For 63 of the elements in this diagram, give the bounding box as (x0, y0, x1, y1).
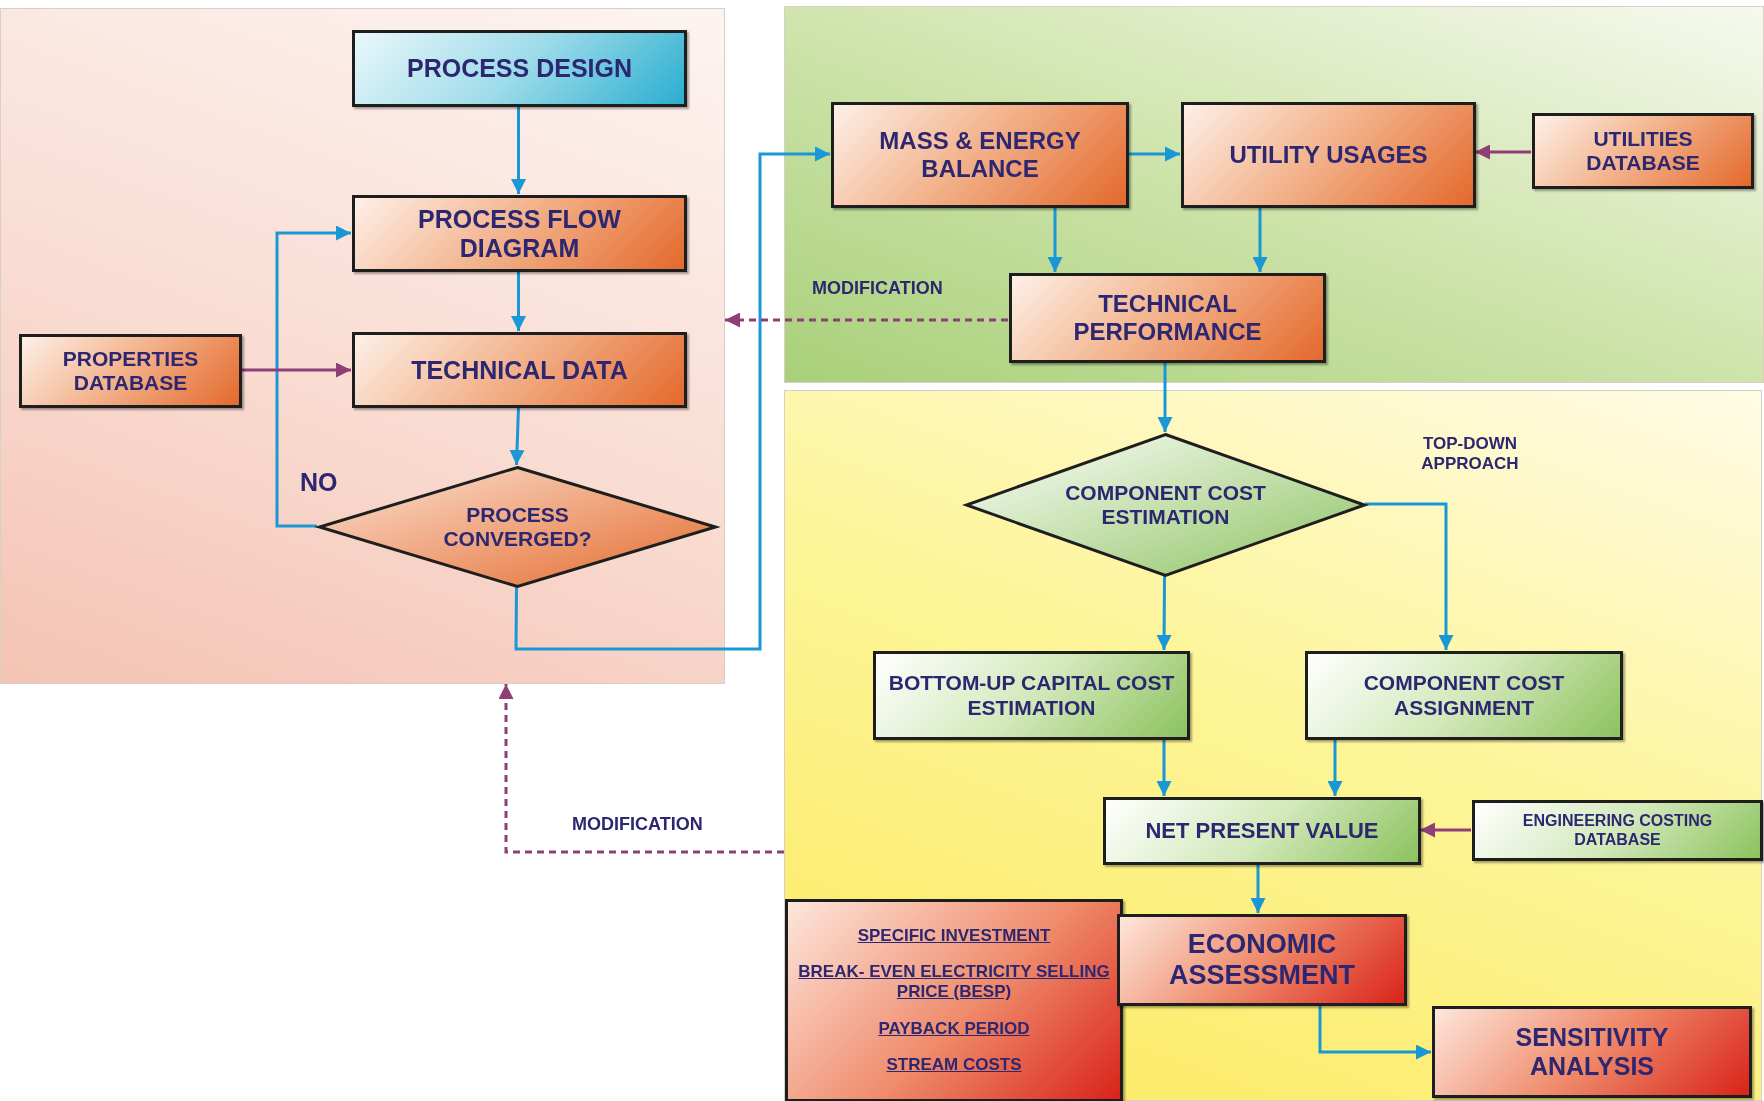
arrow (511, 271, 526, 331)
node-label: BOTTOM-UP CAPITAL COST ESTIMATION (887, 671, 1176, 720)
arrow (1156, 739, 1172, 796)
node-label: PROCESS DESIGN (406, 54, 633, 83)
underlined-text: BREAK- EVEN ELECTRICITY SELLING PRICE (BESP) (797, 961, 1111, 1003)
node-label: PROCESS CONVERGED? (442, 502, 593, 552)
underlined-text: STREAM COSTS (886, 1055, 1022, 1076)
arrow (509, 406, 525, 466)
arrow (1327, 739, 1343, 796)
process-box (1472, 800, 1763, 861)
arrow (1252, 207, 1268, 272)
arrow (1420, 822, 1471, 838)
process-box (1103, 797, 1421, 865)
node-label: TECHNICAL DATA (411, 355, 628, 385)
process-box (831, 102, 1129, 208)
process-box (1181, 102, 1476, 208)
process-box (873, 651, 1190, 740)
panel-background (0, 8, 725, 684)
arrow (1047, 207, 1063, 272)
node-label: UTILITY USAGES (1229, 141, 1428, 169)
arrow (241, 362, 351, 378)
node-label: COMPONENT COST ESTIMATION (1064, 480, 1267, 530)
results-box (785, 899, 1123, 1101)
node-label: SENSITIVITY ANALYSIS (1514, 1023, 1670, 1081)
panel-background (784, 390, 1762, 1101)
arrow (1318, 1005, 1431, 1060)
node-label: PROCESS FLOW DIAGRAM (417, 204, 622, 263)
node-label: COMPONENT COST ASSIGNMENT (1362, 671, 1566, 720)
node-label: NET PRESENT VALUE (1145, 818, 1379, 844)
node-label: ENGINEERING COSTING DATABASE (1521, 812, 1714, 849)
arrow (1475, 144, 1531, 160)
edge-label: MODIFICATION (572, 814, 703, 835)
decision-diamond (965, 433, 1366, 577)
node-label: PROPERTIES DATABASE (61, 346, 200, 396)
node-label: MASS & ENERGY BALANCE (878, 127, 1082, 183)
process-box (352, 332, 687, 408)
node-label: TECHNICAL PERFORMANCE (1072, 290, 1263, 346)
process-box (1305, 651, 1623, 740)
arrow (1128, 146, 1180, 162)
process-box (352, 30, 687, 107)
arrow (514, 146, 830, 651)
arrow (511, 106, 526, 194)
node-label: UTILITIES DATABASE (1585, 126, 1701, 176)
arrow (1365, 502, 1454, 650)
process-box (352, 195, 687, 272)
underlined-text: SPECIFIC INVESTMENT (857, 925, 1051, 946)
arrow (1250, 864, 1266, 913)
dashed-arrow (498, 684, 784, 854)
edge-label: TOP-DOWN APPROACH (1420, 434, 1520, 474)
process-box (1009, 273, 1326, 363)
edge-label: NO (300, 468, 338, 497)
process-box (1432, 1006, 1752, 1098)
process-box (1532, 113, 1754, 189)
underlined-text: PAYBACK PERIOD (878, 1018, 1030, 1040)
node-label: ECONOMIC ASSESSMENT (1167, 928, 1356, 992)
panel-background (784, 6, 1764, 383)
arrow (1157, 362, 1173, 432)
edge-label: MODIFICATION (812, 278, 943, 299)
arrow (275, 225, 351, 528)
process-box (19, 334, 242, 408)
process-box (1117, 914, 1407, 1006)
arrow (1156, 576, 1172, 650)
dashed-arrow (725, 312, 1008, 328)
